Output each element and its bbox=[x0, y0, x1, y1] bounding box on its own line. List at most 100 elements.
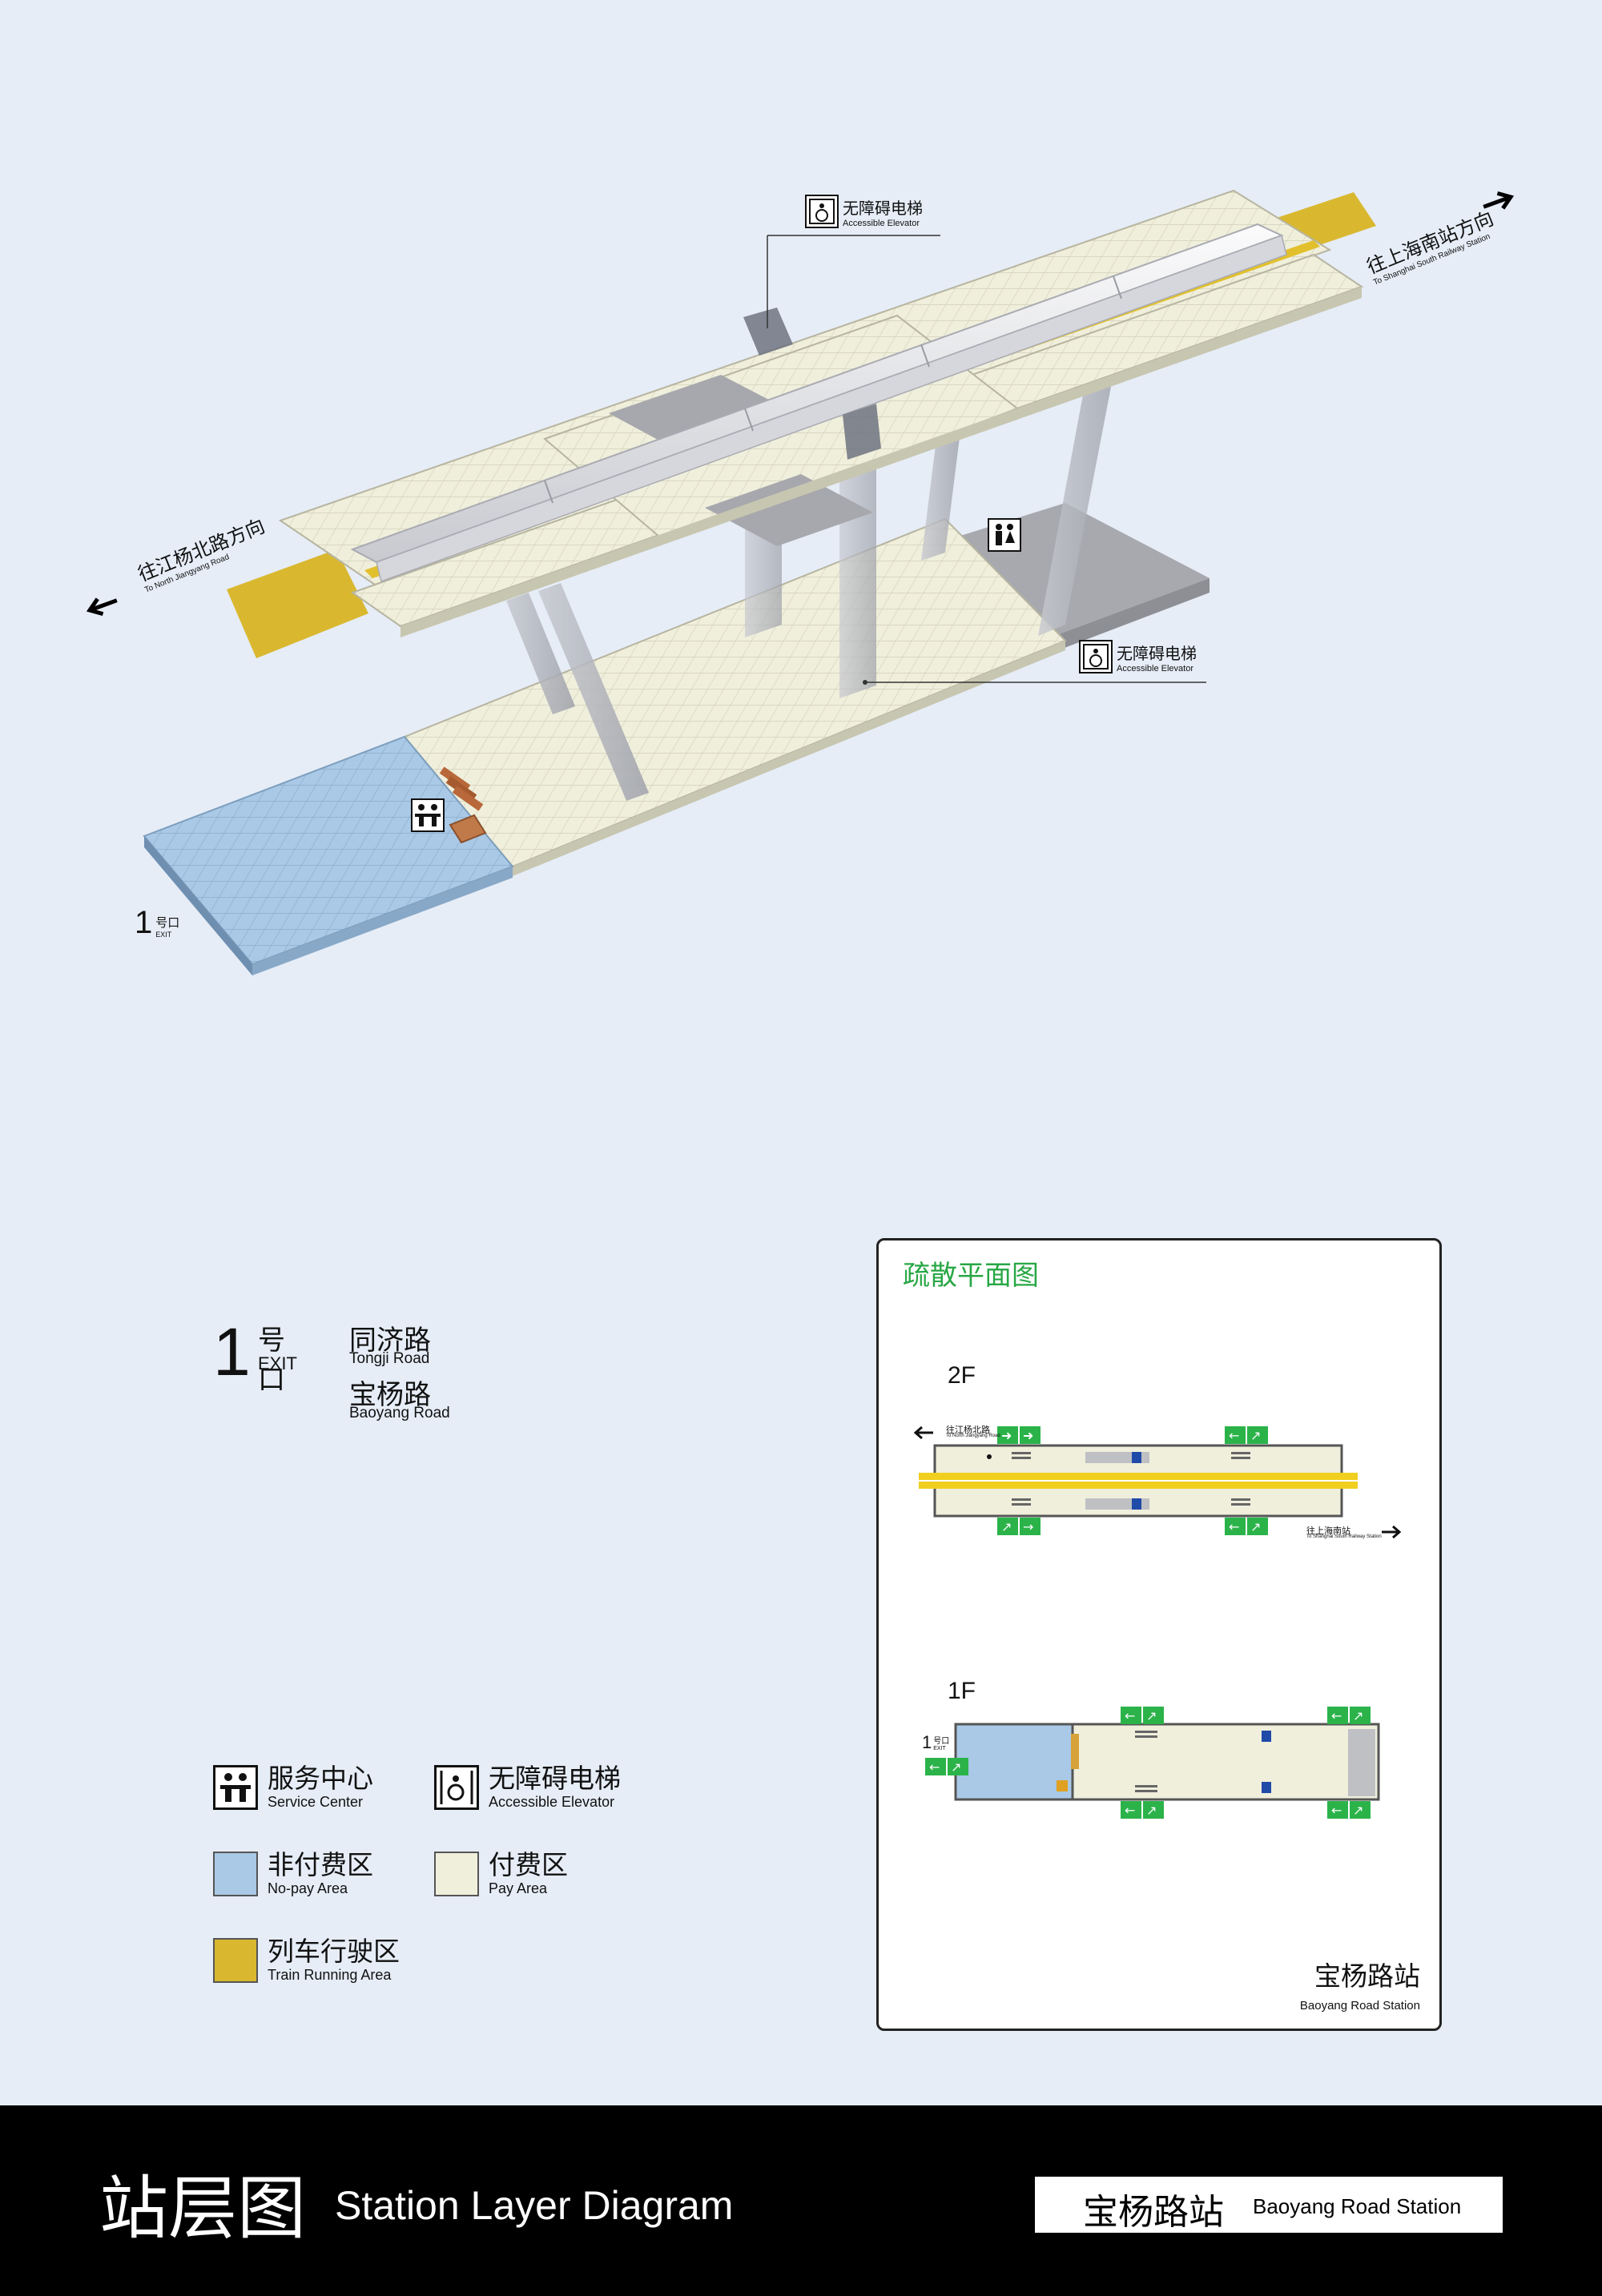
svg-text:↗: ↗ bbox=[1353, 1803, 1363, 1818]
plan-1f-end bbox=[1348, 1729, 1375, 1796]
service-center-icon bbox=[411, 798, 445, 832]
scene-exit-cn: 号口 bbox=[155, 915, 180, 930]
exit-sign-icon: ← ↗ bbox=[1327, 1801, 1371, 1819]
callout-dot bbox=[863, 680, 867, 685]
arrow-left-icon bbox=[86, 597, 118, 617]
plan-1f: ← ↗ ← ↗ ← ↗ ← ↗ ← ↗ bbox=[925, 1707, 1380, 1819]
evac-exit-en: EXIT bbox=[933, 1746, 946, 1751]
evac-floor-plans: ➜ ➜ ← ↗ ↗ → ← ↗ bbox=[913, 1425, 1402, 1819]
exit-sign-icon: ← ↗ bbox=[1121, 1707, 1164, 1724]
accessible-elevator-icon bbox=[805, 195, 839, 228]
evac-dir-left-en: To North Jiangyang Road bbox=[946, 1433, 1000, 1438]
canopy-joint bbox=[920, 344, 930, 368]
upper-platform bbox=[227, 189, 1376, 658]
restroom-icon bbox=[988, 518, 1021, 552]
svg-text:↗: ↗ bbox=[1146, 1708, 1157, 1723]
pay-swatch bbox=[434, 1851, 479, 1896]
legend-service-cn: 服务中心 bbox=[268, 1763, 373, 1794]
exit-number: 1 bbox=[213, 1314, 251, 1389]
plan-1f-elevator bbox=[1262, 1731, 1271, 1742]
exit-sign-icon: ← ↗ bbox=[1225, 1518, 1268, 1535]
legend-elevator-en: Accessible Elevator bbox=[489, 1794, 615, 1810]
plan-1f-stairs bbox=[1135, 1731, 1157, 1792]
footer-station-en: Baoyang Road Station bbox=[1253, 2194, 1462, 2218]
plan-1f-service bbox=[1057, 1780, 1068, 1791]
canopy-side bbox=[376, 235, 1287, 582]
plan-2f-dot bbox=[987, 1454, 992, 1459]
legend-train-cn: 列车行驶区 bbox=[268, 1936, 400, 1967]
ticket-gates bbox=[439, 766, 484, 811]
legend-nopay-area: 非付费区 No-pay Area bbox=[213, 1850, 373, 1897]
service-center-counter bbox=[449, 814, 487, 844]
callout-elevator-bottom: 无障碍电梯 Accessible Elevator bbox=[1117, 641, 1197, 674]
svg-text:↗: ↗ bbox=[1250, 1428, 1261, 1443]
svg-text:←: ← bbox=[1229, 1519, 1239, 1534]
arrow-left-icon bbox=[913, 1425, 933, 1440]
footer-title-en: Station Layer Diagram bbox=[335, 2183, 734, 2228]
road-2-cn: 宝杨路 bbox=[349, 1379, 431, 1411]
footer-station-box: 宝杨路站 Baoyang Road Station bbox=[1035, 2177, 1503, 2233]
svg-text:↗: ↗ bbox=[1250, 1519, 1261, 1534]
footer-station-cn: 宝杨路站 bbox=[1083, 2192, 1224, 2233]
callout-elevator-top-en: Accessible Elevator bbox=[843, 219, 920, 228]
scene-exit-en: EXIT bbox=[155, 931, 172, 939]
scene-exit-num: 1 bbox=[135, 905, 153, 940]
svg-text:↗: ↗ bbox=[1001, 1519, 1012, 1534]
svg-text:↗: ↗ bbox=[1146, 1803, 1157, 1818]
arrow-right-icon bbox=[1483, 191, 1515, 210]
exit-sign-icon: ← ↗ bbox=[1225, 1426, 1268, 1444]
road-2-en: Baoyang Road bbox=[349, 1405, 450, 1421]
callout-elevator-bottom-cn: 无障碍电梯 bbox=[1117, 644, 1197, 663]
legend-service-en: Service Center bbox=[268, 1794, 364, 1810]
evac-exit-label: 1 号口 EXIT bbox=[922, 1734, 950, 1752]
platform-edge bbox=[400, 287, 1362, 637]
footer-bar: 站层图 Station Layer Diagram 宝杨路站 Baoyang R… bbox=[0, 2105, 1602, 2296]
legend-train-en: Train Running Area bbox=[268, 1967, 392, 1983]
floor-1f-label: 1F bbox=[948, 1678, 976, 1704]
legend-accessible-elevator: 无障碍电梯 Accessible Elevator bbox=[434, 1763, 621, 1811]
evac-station-cn: 宝杨路站 bbox=[1314, 1960, 1420, 1992]
accessible-elevator-icon bbox=[434, 1764, 479, 1810]
plan-2f-elevator bbox=[1132, 1498, 1141, 1510]
evacuation-plan-panel: 疏散平面图 2F 1F ➜ ➜ bbox=[876, 1238, 1442, 2031]
exit-sign-icon: ➜ ➜ bbox=[997, 1426, 1040, 1444]
callout-elevator-bottom-en: Accessible Elevator bbox=[1117, 664, 1193, 674]
legend-pay-en: Pay Area bbox=[489, 1880, 548, 1896]
pillar bbox=[506, 593, 575, 714]
exit-sign-icon: ← ↗ bbox=[1327, 1707, 1371, 1724]
canopy-joint bbox=[544, 480, 553, 504]
plan-2f-stairs bbox=[1012, 1452, 1250, 1506]
elevator-shaft-mid bbox=[843, 404, 881, 460]
plan-1f-elevator bbox=[1262, 1782, 1271, 1793]
evac-exit-cn: 号口 bbox=[933, 1737, 950, 1746]
legend-service-center: 服务中心 Service Center bbox=[213, 1763, 373, 1811]
exit-sign-icon: ↗ → bbox=[997, 1518, 1040, 1535]
plan-1f-pay bbox=[1071, 1723, 1380, 1801]
legend-pay-cn: 付费区 bbox=[489, 1849, 568, 1880]
evac-dir-right-en: To Shanghai South Railway Station bbox=[1306, 1534, 1382, 1539]
canopy-joint bbox=[1113, 275, 1122, 300]
service-block-side bbox=[1041, 578, 1210, 657]
legend-elevator-cn: 无障碍电梯 bbox=[489, 1763, 621, 1794]
exit-label-en: EXIT bbox=[258, 1353, 297, 1373]
legend-train-area: 列车行驶区 Train Running Area bbox=[213, 1936, 400, 1984]
track-left bbox=[227, 549, 368, 658]
arrow-right-icon bbox=[1382, 1525, 1402, 1539]
road-1-en: Tongji Road bbox=[349, 1350, 430, 1367]
pillar bbox=[1038, 349, 1118, 636]
svg-text:↗: ↗ bbox=[951, 1759, 961, 1775]
svg-text:←: ← bbox=[1125, 1803, 1135, 1818]
exit-sign-icon: ← ↗ bbox=[1121, 1801, 1164, 1819]
svg-text:←: ← bbox=[1125, 1708, 1135, 1723]
legend-nopay-en: No-pay Area bbox=[268, 1880, 348, 1896]
plan-2f-elevator bbox=[1132, 1452, 1141, 1463]
svg-text:←: ← bbox=[929, 1759, 940, 1775]
evac-dir-left-cn: 往江杨北路 bbox=[946, 1425, 990, 1435]
svg-text:➜: ➜ bbox=[1023, 1428, 1033, 1443]
svg-text:→: → bbox=[1023, 1519, 1033, 1534]
ground-floor bbox=[143, 503, 1210, 975]
evac-station-en: Baoyang Road Station bbox=[1299, 1999, 1420, 2013]
platform-grey-area bbox=[705, 474, 873, 546]
svg-text:←: ← bbox=[1331, 1708, 1342, 1723]
legend-nopay-cn: 非付费区 bbox=[268, 1849, 373, 1880]
